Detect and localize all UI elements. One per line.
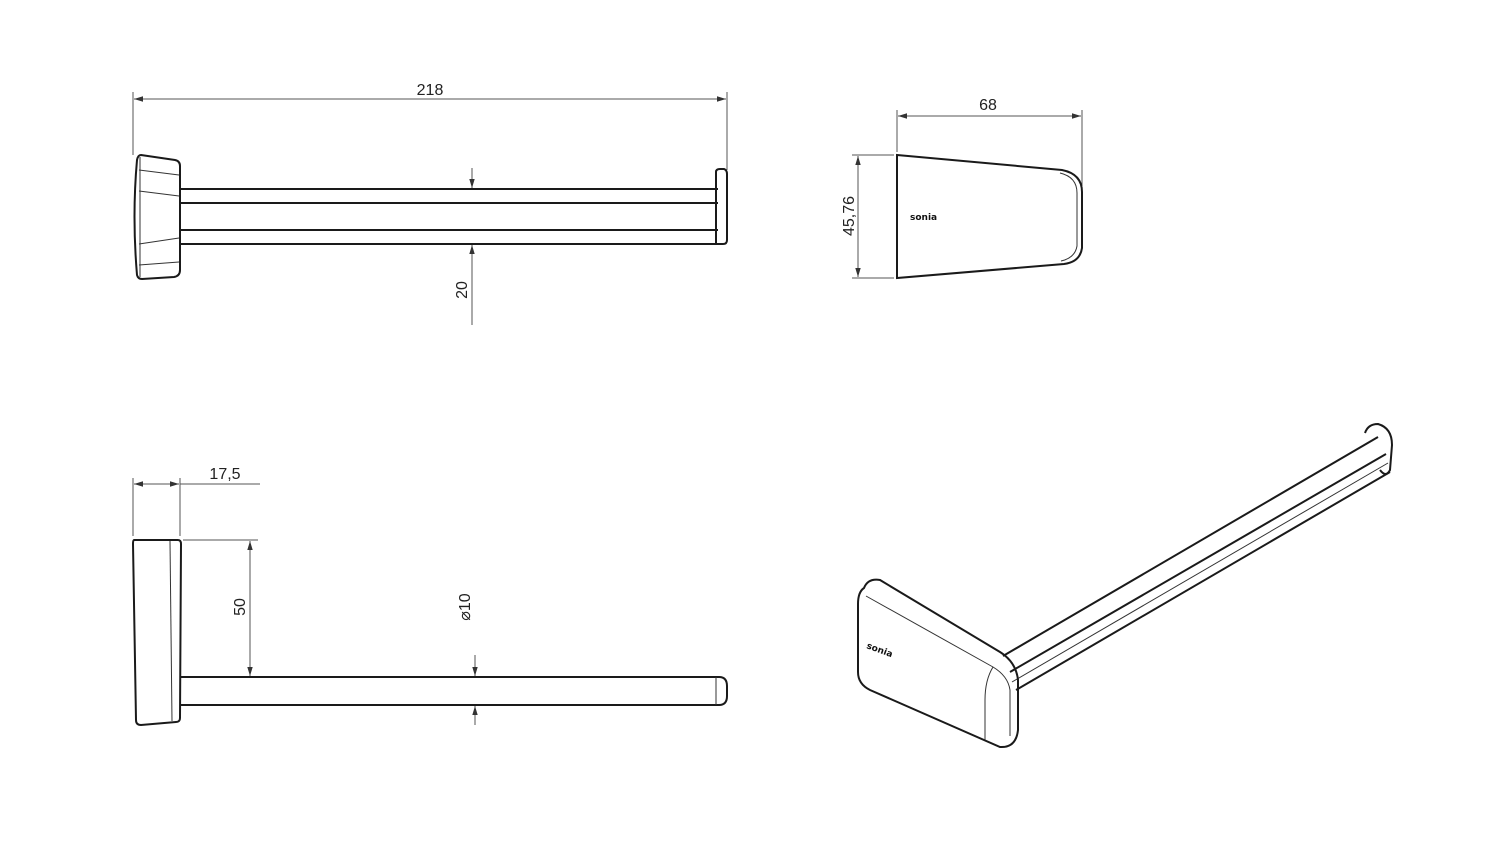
base-end-outline: [896, 153, 1083, 280]
dimension-depth-label: 17,5: [209, 466, 240, 483]
dimension-width-label: 68: [979, 97, 997, 114]
end-cap: [715, 168, 728, 245]
side-view: 17,5 50 ⌀10: [131, 466, 728, 727]
top-view: 218 20: [132, 82, 728, 325]
isometric-view: sonia: [857, 422, 1394, 749]
dimension-offset-label: 50: [232, 598, 249, 616]
dimension-length-label: 218: [417, 82, 444, 99]
dimension-spacing-label: 20: [454, 281, 471, 299]
dimension-height-label: 45,76: [841, 196, 858, 236]
end-view: 68 45,76 sonia: [841, 97, 1083, 280]
bar-side: [180, 676, 728, 706]
brand-logo-iso: sonia: [865, 641, 894, 660]
wall-base-iso: [857, 578, 1019, 749]
dimension-diameter-label: ⌀10: [457, 593, 474, 621]
wall-base: [133, 153, 181, 281]
end-cap-iso: [1364, 422, 1394, 475]
wall-base-side: [131, 539, 183, 727]
brand-logo: sonia: [910, 213, 937, 223]
